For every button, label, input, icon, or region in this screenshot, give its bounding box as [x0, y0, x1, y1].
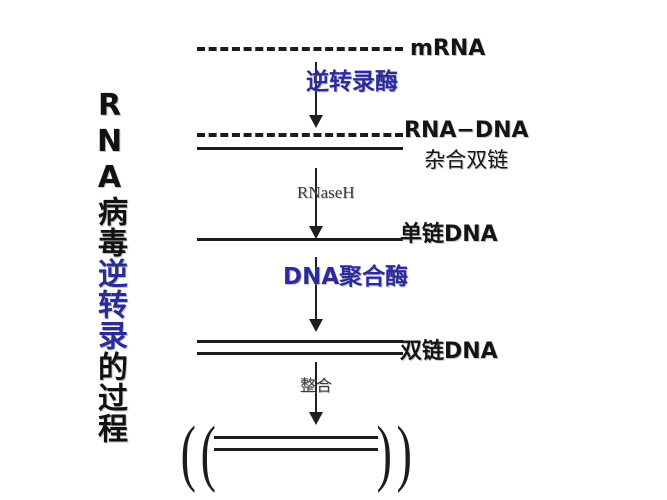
arrow-shaft: [315, 168, 317, 228]
arrow-shaft: [315, 362, 317, 414]
strand-integrated-provirus: ( ( ) ): [176, 416, 416, 490]
label-dsdna-text: 双链DNA: [400, 339, 498, 364]
page-title-highlight: 逆转录: [92, 258, 127, 351]
label-rna-dna-subtext: 杂合双链: [424, 148, 509, 172]
strand-line-dna-solid: [197, 238, 403, 241]
strand-line-dna-solid: [214, 436, 378, 439]
label-dsdna: 双链DNA: [400, 333, 498, 365]
arrow-shaft: [315, 62, 317, 117]
enzyme-integration-text: 整合: [300, 376, 333, 395]
strand-line-dna-solid: [214, 448, 378, 451]
strand-line-dna-solid: [197, 352, 403, 355]
parenthesis-outer-right: ): [396, 412, 412, 494]
arrow-shaft: [315, 257, 317, 321]
enzyme-reverse-transcriptase-text: 逆转录酶: [306, 69, 398, 95]
strand-line-rna-dashed: [197, 47, 403, 51]
enzyme-label-dna-polymerase: DNA聚合酶: [283, 257, 408, 291]
page-title-suffix: 的过程: [92, 351, 127, 444]
parenthesis-inner-left: (: [200, 412, 216, 494]
label-ssdna-text: 单链DNA: [400, 222, 498, 247]
strand-line-dna-solid: [197, 147, 403, 150]
parenthesis-inner-right: ): [376, 412, 392, 494]
label-mrna: mRNA: [410, 36, 485, 61]
arrow-head: [309, 319, 323, 332]
enzyme-label-integration: 整合: [300, 372, 332, 396]
parenthesis-outer-left: (: [180, 412, 196, 494]
label-ssdna: 单链DNA: [400, 216, 498, 248]
strand-line-dna-solid: [197, 340, 403, 343]
label-rna-dna-hybrid: RNA−DNA 杂合双链: [404, 118, 529, 174]
enzyme-rnaseh-text: RNaseH: [297, 183, 355, 202]
enzyme-dna-polymerase-text: DNA聚合酶: [283, 264, 409, 290]
arrow-head: [309, 412, 323, 425]
arrow-head: [309, 226, 323, 239]
enzyme-label-reverse-transcriptase: 逆转录酶: [306, 62, 398, 96]
arrow-head: [309, 115, 323, 128]
label-mrna-text: mRNA: [410, 36, 486, 61]
page-title: RNA病毒逆转录的过程: [68, 88, 127, 444]
page-title-prefix: RNA病毒: [92, 88, 127, 258]
strand-line-rna-dashed: [197, 133, 403, 137]
enzyme-label-rnaseh: RNaseH: [297, 183, 355, 203]
label-rna-dna-text: RNA−DNA: [404, 118, 529, 143]
